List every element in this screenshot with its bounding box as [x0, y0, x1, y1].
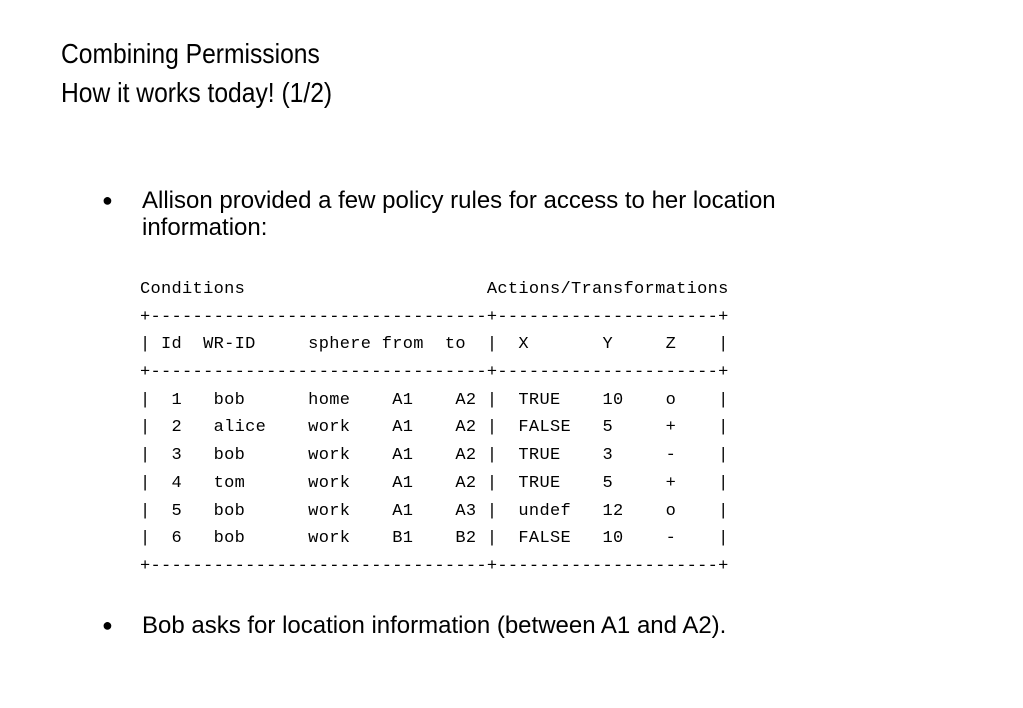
table-border: +--------------------------------+------…	[140, 363, 729, 383]
table-section-headers: Conditions Actions/Transformations	[140, 280, 729, 299]
policy-table: Conditions Actions/Transformations +-----…	[140, 276, 729, 581]
slide-title: Combining Permissions How it works today…	[61, 34, 332, 112]
slide-title-line-1: Combining Permissions	[61, 38, 320, 69]
table-row: | 5 bob work A1 A3 | undef 12 o |	[140, 501, 729, 521]
table-row: | 4 tom work A1 A2 | TRUE 5 + |	[140, 473, 729, 493]
table-row: | 3 bob work A1 A2 | TRUE 3 - |	[140, 446, 729, 466]
table-border: +--------------------------------+------…	[140, 556, 729, 576]
bullet-dot-icon: ●	[102, 615, 113, 635]
slide-title-line-2: How it works today! (1/2)	[61, 77, 333, 108]
bullet-text: Allison provided a few policy rules for …	[142, 187, 776, 241]
bullet-text: Bob asks for location information (betwe…	[142, 612, 727, 639]
table-border: +--------------------------------+------…	[140, 307, 729, 327]
table-row: | 6 bob work B1 B2 | FALSE 10 - |	[140, 529, 729, 549]
table-header-row: | Id WR-ID sphere from to | X Y Z |	[140, 335, 729, 355]
table-row: | 1 bob home A1 A2 | TRUE 10 o |	[140, 390, 729, 410]
bullet-dot-icon: ●	[102, 190, 113, 210]
table-row: | 2 alice work A1 A2 | FALSE 5 + |	[140, 418, 729, 438]
